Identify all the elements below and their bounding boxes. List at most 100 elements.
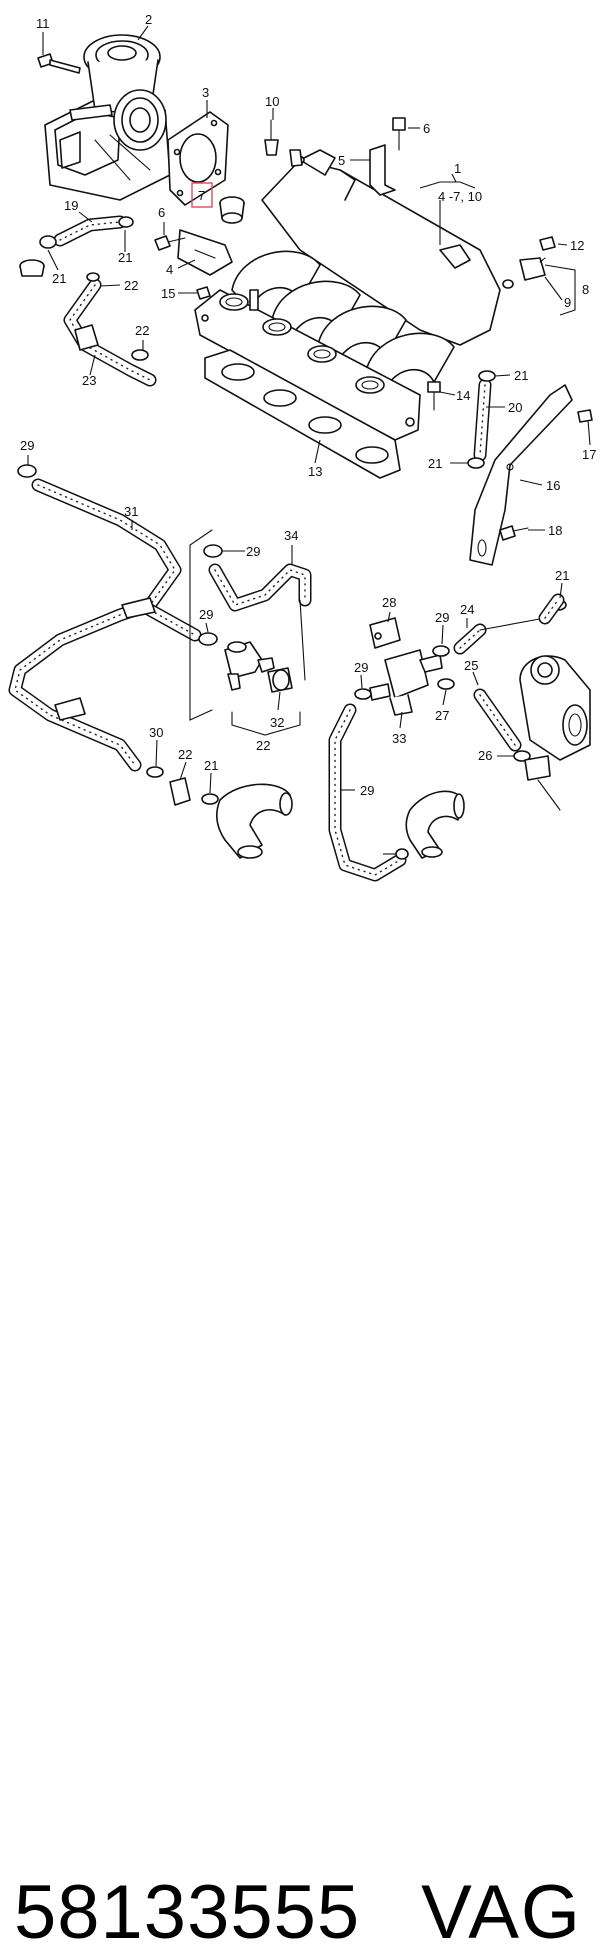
callout-8: 8	[582, 282, 589, 297]
connector-30	[169, 777, 191, 806]
callout-12: 12	[570, 238, 584, 253]
callout-30: 22	[178, 747, 192, 762]
callout-29-e: 29	[354, 660, 368, 675]
callout-22-a: 22	[124, 278, 138, 293]
valve-32	[224, 641, 275, 691]
callout-1-range: 4 -7, 10	[438, 189, 482, 204]
elbow-hose-lower-right	[405, 790, 465, 859]
callout-13: 13	[308, 464, 322, 479]
callout-22-d: 21	[204, 758, 218, 773]
leader-lines	[27, 25, 591, 855]
nut-15	[196, 286, 211, 300]
callout-14: 14	[456, 388, 470, 403]
bolt-6-right	[392, 117, 406, 151]
clamp-22-bottom	[146, 766, 219, 805]
callout-11: 11	[36, 16, 50, 31]
clamp-21-upper	[478, 370, 496, 382]
callout-21-f: 26	[478, 748, 492, 763]
callout-7: 7	[198, 188, 205, 203]
hose-25	[473, 688, 522, 752]
clamp-22-left	[86, 272, 149, 361]
clamp-29-bottom	[395, 848, 409, 860]
runner-ports	[219, 293, 385, 394]
clamp-29-top-left	[17, 464, 37, 478]
callout-3: 3	[202, 85, 209, 100]
callout-23: 23	[82, 373, 96, 388]
clamps-29-right	[354, 645, 455, 700]
clamp-21-left	[118, 216, 134, 228]
callout-27: 33	[392, 731, 406, 746]
elbow-hose-lower-left	[215, 783, 293, 859]
callout-21-b: 21	[52, 271, 66, 286]
bolt-14	[427, 381, 441, 411]
callout-6-top: 6	[423, 121, 430, 136]
bracket-16	[469, 384, 573, 566]
callout-31: 31	[124, 504, 138, 519]
callout-26: 29	[360, 783, 374, 798]
callout-20: 20	[508, 400, 522, 415]
exploded-parts-diagram: 11 2 3 10 6 5 1 4 -7, 10 7 19 6 21 21 4 …	[8, 12, 596, 882]
bolt-18	[499, 525, 529, 541]
callout-28: 28	[382, 595, 396, 610]
callout-29-c: 29	[435, 610, 449, 625]
part-number: 58133555	[14, 1870, 361, 1955]
clamp-29-mid	[198, 544, 223, 646]
bracket-line-32b	[231, 711, 301, 736]
callout-29-b: 29	[246, 544, 260, 559]
bracket-4	[177, 229, 233, 276]
hose-26	[328, 703, 407, 882]
screw-12	[539, 236, 556, 251]
callout-16: 16	[546, 478, 560, 493]
callout-1: 1	[454, 161, 461, 176]
callout-17: 17	[582, 447, 596, 462]
callout-25: 25	[464, 658, 478, 673]
callout-6-left: 6	[158, 205, 165, 220]
callout-22-b: 22	[135, 323, 149, 338]
callout-34: 34	[284, 528, 298, 543]
bolt-10	[264, 119, 279, 156]
bolt-11	[37, 53, 81, 74]
turbocharger	[519, 655, 591, 811]
filter-33	[267, 667, 293, 693]
callout-21-d: 21	[428, 456, 442, 471]
callout-21-c: 21	[514, 368, 528, 383]
callout-22-c: 30	[149, 725, 163, 740]
callout-15: 15	[161, 286, 175, 301]
highlight-box-7	[191, 182, 213, 208]
callout-32: 22	[256, 738, 270, 753]
hose-21-right	[538, 593, 565, 625]
callout-19: 19	[64, 198, 78, 213]
callout-21-e: 21	[555, 568, 569, 583]
hose-24	[453, 617, 546, 655]
callout-24: 24	[460, 602, 474, 617]
bolt-6-left	[154, 235, 186, 251]
clamp-21-lower	[467, 457, 485, 469]
callout-9: 9	[564, 295, 571, 310]
callout-29-a: 29	[20, 438, 34, 453]
hose-34	[208, 563, 312, 681]
caption-bar: 58133555 VAG	[0, 930, 600, 1951]
callout-5: 5	[338, 153, 345, 168]
sensor-8	[502, 257, 546, 289]
bracket-line-32	[189, 529, 213, 721]
callout-21-a: 21	[118, 250, 132, 265]
hose-fittings-31	[54, 597, 156, 721]
callout-18: 18	[548, 523, 562, 538]
callout-4: 4	[166, 262, 173, 277]
bracket-5	[369, 144, 396, 196]
callout-10: 10	[265, 94, 279, 109]
bolt-17	[577, 409, 593, 423]
callout-2: 2	[145, 12, 152, 27]
intake-manifold	[194, 149, 501, 441]
callout-29-f: 27	[435, 708, 449, 723]
callout-labels: 11 2 3 10 6 5 1 4 -7, 10 7 19 6 21 21 4 …	[20, 12, 596, 798]
hose-19	[53, 215, 127, 247]
valve-21-left	[19, 235, 57, 277]
plug-7	[219, 196, 245, 224]
solenoid-27	[369, 649, 443, 716]
callout-29-d: 29	[199, 607, 213, 622]
throttle-body-assembly	[44, 34, 171, 201]
brand-name: VAG	[421, 1870, 582, 1955]
hose-20	[473, 378, 492, 462]
manifold-gasket-13	[204, 349, 401, 479]
